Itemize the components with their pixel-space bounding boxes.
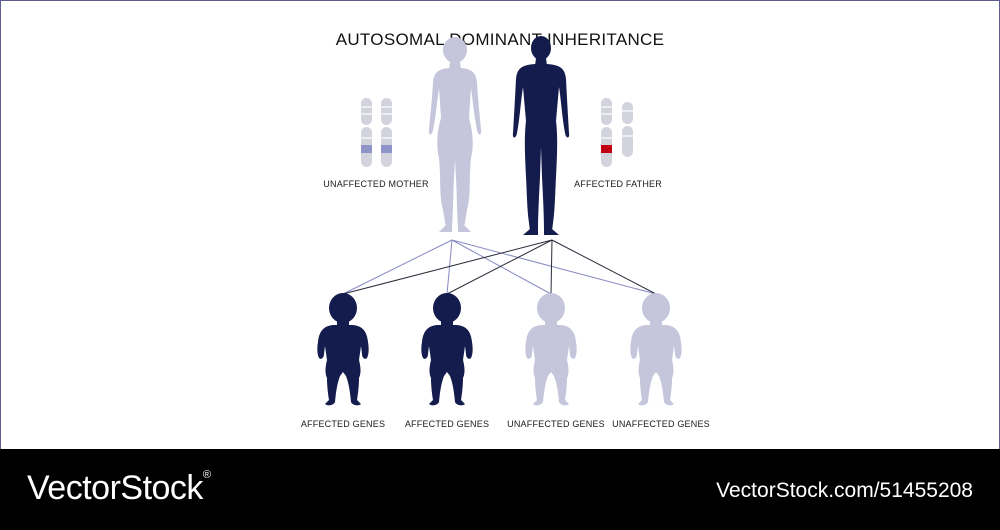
child-2-silhouette-icon (421, 293, 473, 406)
mother-line-child-1 (342, 239, 453, 295)
father-chromosome-right (622, 102, 633, 157)
child-2-label: AFFECTED GENES (404, 419, 490, 429)
father-line-child-1 (342, 239, 553, 295)
brand-trademark: ® (202, 469, 211, 481)
child-1-silhouette-icon (317, 293, 369, 406)
diagram-frame (0, 0, 1000, 449)
stock-id-link[interactable]: VectorStock.com/51455208 (716, 479, 973, 502)
father-label: AFFECTED FATHER (574, 179, 662, 189)
brand-logo[interactable]: VectorStock® (27, 469, 211, 508)
brand-name: VectorStock (27, 469, 203, 507)
pedigree-diagram (317, 36, 682, 406)
father-line-child-2 (446, 239, 553, 295)
father-chromosome-left (601, 98, 612, 167)
diagram-title: AUTOSOMAL DOMINANT INHERITANCE (335, 30, 665, 49)
father-line-child-4 (551, 239, 657, 295)
father-chromosomes (601, 98, 633, 167)
mother-line-child-3 (451, 239, 552, 295)
child-4-label: UNAFFECTED GENES (612, 419, 710, 429)
mother-chromosome-left (361, 98, 372, 167)
mother-silhouette-icon (428, 37, 482, 232)
child-1-label: AFFECTED GENES (300, 419, 386, 429)
father-silhouette-icon (512, 36, 570, 235)
father-connector-lines (342, 239, 657, 295)
father-line-child-3 (550, 239, 553, 295)
footer-bar: VectorStock® VectorStock.com/51455208 (0, 449, 1000, 530)
mother-connector-lines (342, 239, 657, 295)
mother-line-child-2 (446, 239, 453, 295)
mother-chromosome-right (381, 98, 392, 167)
child-4-silhouette-icon (630, 293, 682, 406)
mother-chromosomes (361, 98, 392, 167)
child-3-label: UNAFFECTED GENES (507, 419, 605, 429)
mother-line-child-4 (451, 239, 657, 295)
mother-label: UNAFFECTED MOTHER (323, 179, 429, 189)
child-3-silhouette-icon (525, 293, 577, 406)
